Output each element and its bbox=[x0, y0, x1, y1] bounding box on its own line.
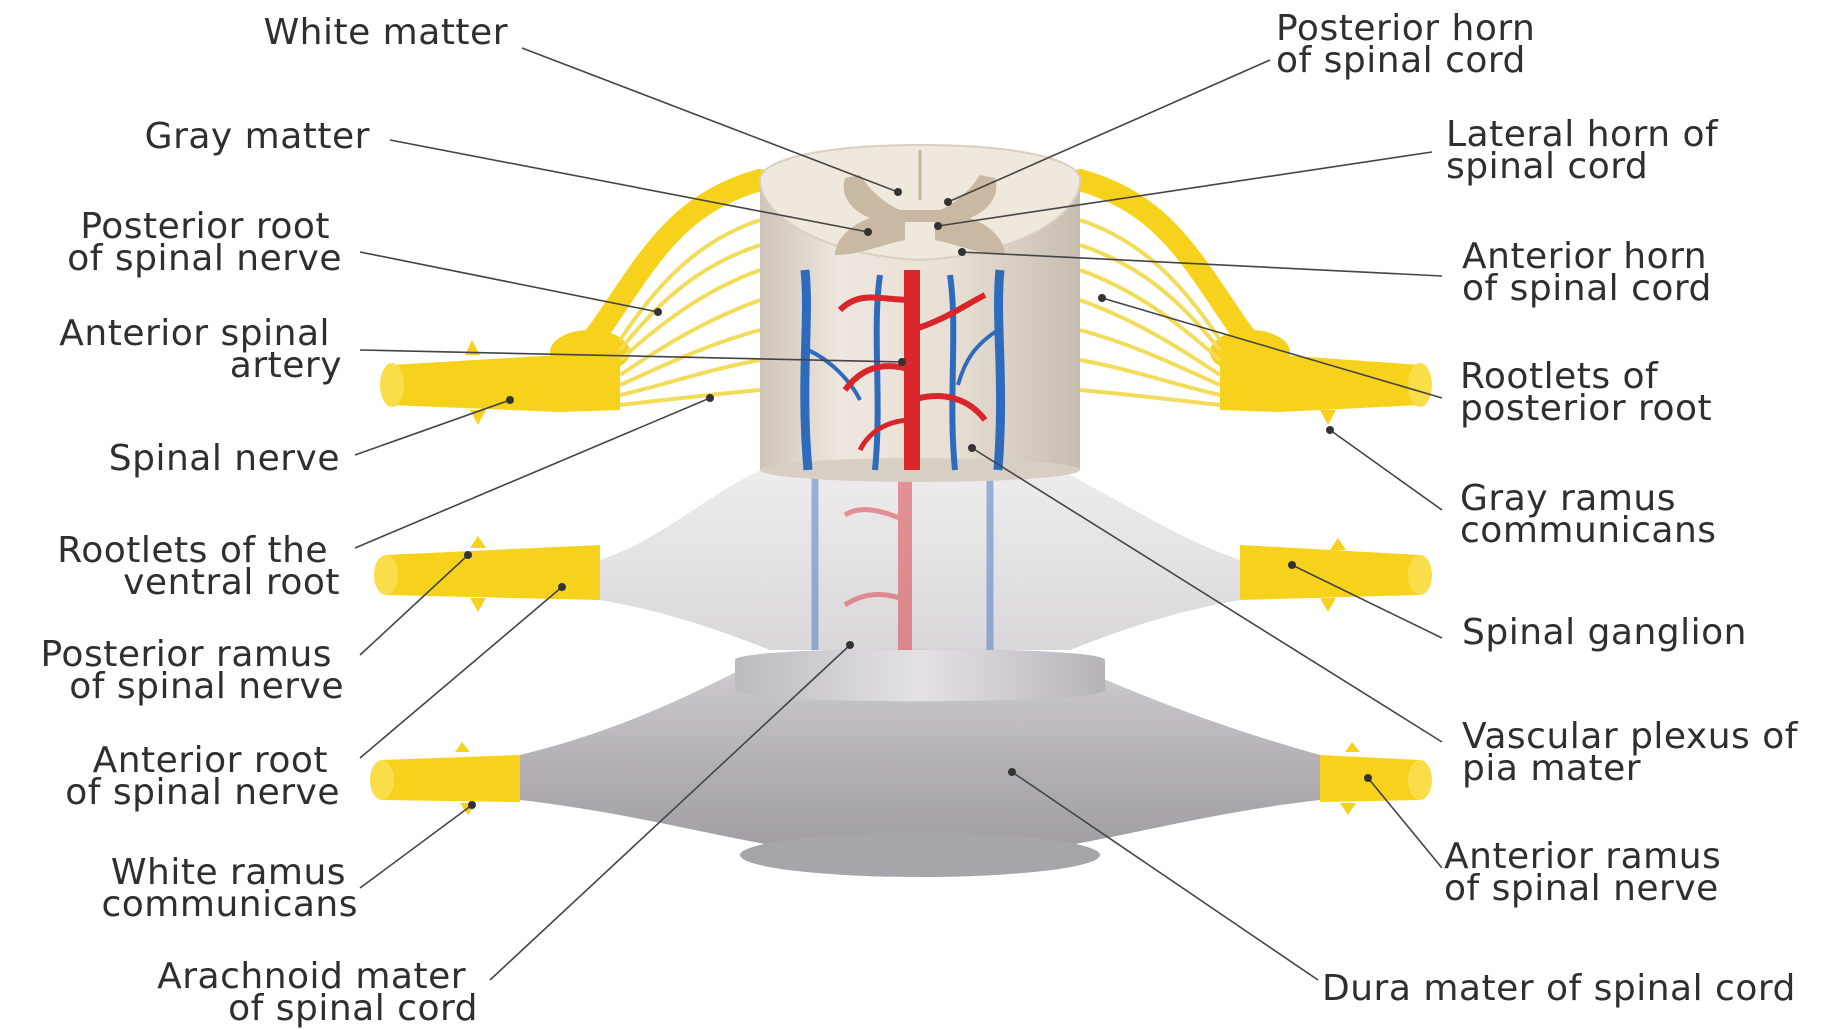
dura-mater bbox=[520, 649, 1320, 877]
label-white-matter: White matter bbox=[264, 12, 508, 53]
label-dura-mater: Dura mater of spinal cord bbox=[1322, 968, 1796, 1009]
label-spinal-ganglion: Spinal ganglion bbox=[1462, 612, 1747, 653]
label-anterior-spinal-artery: Anterior spinal artery bbox=[59, 313, 342, 386]
leader-rootlets-ventral bbox=[355, 398, 710, 548]
label-anterior-ramus: Anterior ramus of spinal nerve bbox=[1444, 836, 1733, 909]
label-anterior-horn: Anterior horn of spinal cord bbox=[1462, 236, 1719, 309]
label-anterior-root: Anterior root of spinal nerve bbox=[65, 740, 340, 813]
label-lateral-horn: Lateral horn of spinal cord bbox=[1446, 114, 1730, 187]
label-vascular-plexus: Vascular plexus of pia mater bbox=[1462, 716, 1810, 789]
label-posterior-horn: Posterior horn of spinal cord bbox=[1276, 8, 1547, 81]
label-gray-ramus: Gray ramus communicans bbox=[1460, 478, 1717, 551]
label-posterior-root: Posterior root of spinal nerve bbox=[67, 206, 342, 279]
leader-anterior-root bbox=[360, 587, 562, 758]
label-spinal-nerve: Spinal nerve bbox=[109, 438, 340, 479]
label-arachnoid: Arachnoid mater of spinal cord bbox=[157, 956, 478, 1029]
label-rootlets-ventral: Rootlets of the ventral root bbox=[57, 530, 340, 603]
label-gray-matter: Gray matter bbox=[145, 116, 370, 157]
leader-white-matter bbox=[522, 48, 898, 192]
arachnoid-mater bbox=[600, 470, 1240, 650]
label-white-ramus: White ramus communicans bbox=[101, 852, 358, 925]
leader-gray-ramus bbox=[1330, 430, 1442, 510]
leader-white-ramus bbox=[360, 805, 472, 888]
leader-posterior-root bbox=[360, 252, 658, 312]
label-rootlets-posterior: Rootlets of posterior root bbox=[1460, 356, 1712, 429]
label-posterior-ramus: Posterior ramus of spinal nerve bbox=[41, 634, 345, 707]
leader-spinal-nerve bbox=[355, 400, 510, 455]
